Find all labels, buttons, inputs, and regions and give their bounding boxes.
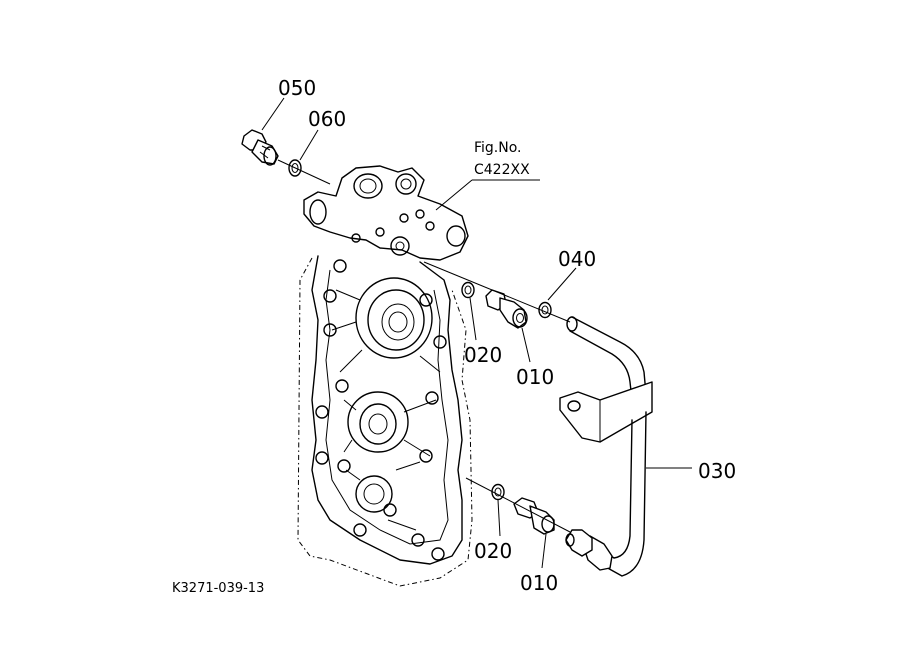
callout-020-lower: 020	[474, 539, 512, 563]
callout-010-upper: 010	[516, 365, 554, 389]
part-060-o-ring	[288, 159, 302, 177]
callout-050: 050	[278, 76, 316, 100]
housing	[297, 165, 473, 587]
callout-010-lower: 010	[520, 571, 558, 595]
callout-030: 030	[698, 459, 736, 483]
callout-060: 060	[308, 107, 346, 131]
leader-lines	[261, 97, 692, 569]
part-030-pipe	[559, 316, 653, 577]
part-020-o-ring-upper	[461, 281, 475, 299]
callout-020-upper: 020	[464, 343, 502, 367]
callout-040: 040	[558, 247, 596, 271]
bolt-holes	[315, 259, 447, 561]
part-010-fitting-lower	[513, 497, 555, 535]
fig-no-code: C422XX	[474, 162, 530, 178]
part-050-fitting	[241, 129, 279, 166]
drawing-code: K3271-039-13	[172, 581, 264, 596]
fig-no-label: Fig.No.	[474, 140, 522, 156]
